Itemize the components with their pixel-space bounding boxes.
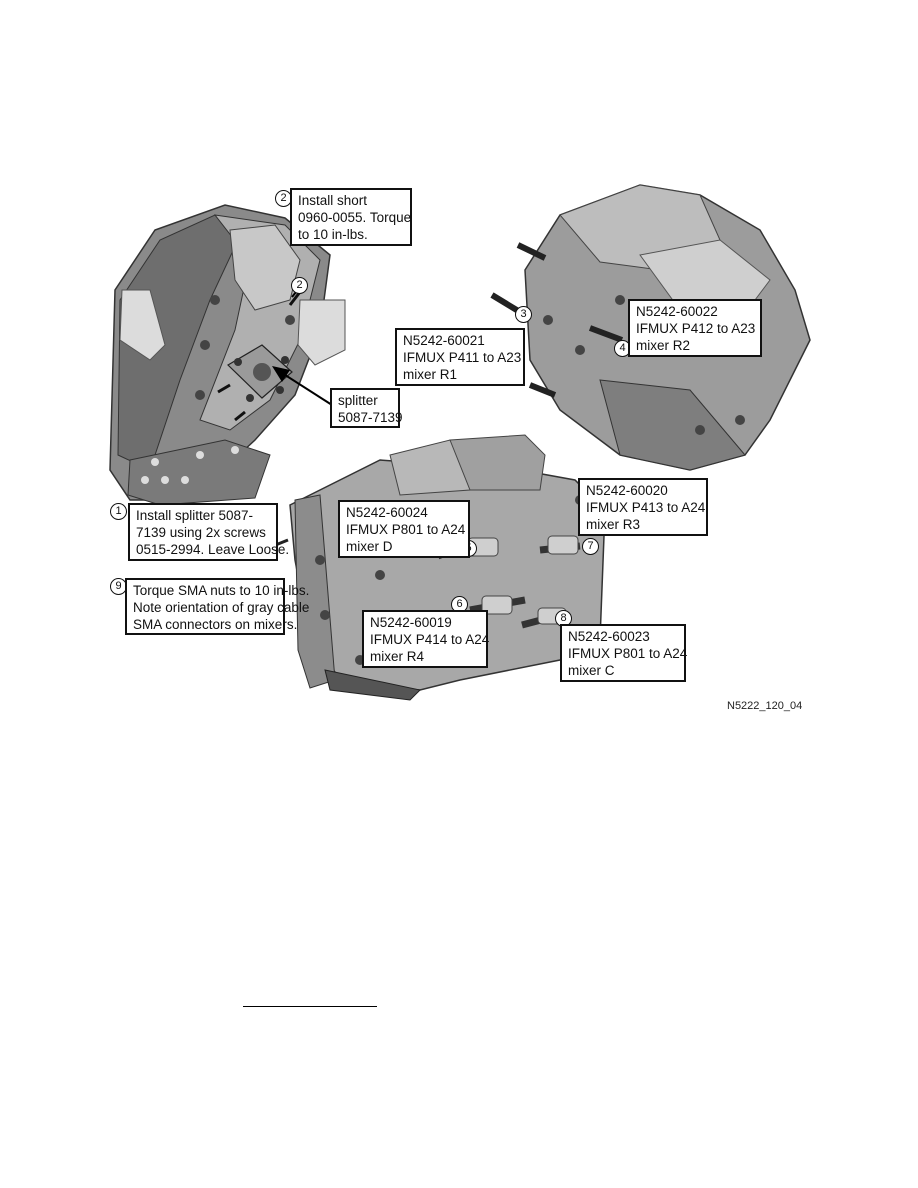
callout-line: Install splitter 5087- <box>136 508 254 523</box>
step-7-marker: 7 <box>582 538 599 555</box>
callout-line: mixer R1 <box>403 367 458 382</box>
callout-line: mixer D <box>346 539 393 554</box>
callout-line: N5242-60022 <box>636 304 718 319</box>
callout-line: Note orientation of gray cable <box>133 600 310 615</box>
callout-n5242-60020: N5242-60020 IFMUX P413 to A24 mixer R3 <box>578 478 708 536</box>
callout-line: 0960-0055. Torque <box>298 210 412 225</box>
left-assembly <box>109 204 346 506</box>
callout-line: N5242-60020 <box>586 483 668 498</box>
callout-line: N5242-60023 <box>568 629 650 644</box>
divider-line <box>243 1006 377 1007</box>
callout-line: splitter <box>338 393 378 408</box>
callout-line: IFMUX P414 to A24 <box>370 632 490 647</box>
callout-line: IFMUX P801 to A24 <box>346 522 466 537</box>
callout-line: to 10 in-lbs. <box>298 227 368 242</box>
callout-n5242-60022: N5242-60022 IFMUX P412 to A23 mixer R2 <box>628 299 762 357</box>
callout-n5242-60023: N5242-60023 IFMUX P801 to A24 mixer C <box>560 624 688 682</box>
figure-id: N5222_120_04 <box>727 700 803 712</box>
callout-line: Install short <box>298 193 368 208</box>
callout-line: N5242-60021 <box>403 333 485 348</box>
step-1-marker: 1 <box>110 503 127 520</box>
callout-splitter: splitter 5087-7139 <box>330 388 403 428</box>
callout-line: N5242-60019 <box>370 615 452 630</box>
callout-line: Torque SMA nuts to 10 in-lbs. <box>133 583 310 598</box>
callout-line: mixer R3 <box>586 517 641 532</box>
callout-line: N5242-60024 <box>346 505 428 520</box>
callout-n5242-60019: N5242-60019 IFMUX P414 to A24 mixer R4 <box>362 610 490 668</box>
callout-line: SMA connectors on mixers. <box>133 617 298 632</box>
callout-line: 5087-7139 <box>338 410 403 425</box>
step-2-marker-part: 2 <box>291 277 308 294</box>
splitter-arrow-icon <box>272 366 290 382</box>
callout-line: IFMUX P801 to A24 <box>568 646 688 661</box>
callout-install-short: Install short 0960-0055. Torque to 10 in… <box>290 188 412 246</box>
callout-line: IFMUX P411 to A23 <box>403 350 522 365</box>
callout-n5242-60024: N5242-60024 IFMUX P801 to A24 mixer D <box>338 500 470 558</box>
callout-line: mixer C <box>568 663 615 678</box>
callout-line: IFMUX P412 to A23 <box>636 321 756 336</box>
step-3-marker: 3 <box>515 306 532 323</box>
callout-line: 0515-2994. Leave Loose. <box>136 542 290 557</box>
callout-n5242-60021: N5242-60021 IFMUX P411 to A23 mixer R1 <box>395 328 525 386</box>
callout-line: mixer R4 <box>370 649 425 664</box>
callout-line: IFMUX P413 to A24 <box>586 500 706 515</box>
callout-install-splitter: Install splitter 5087- 7139 using 2x scr… <box>128 503 290 561</box>
callout-line: 7139 using 2x screws <box>136 525 266 540</box>
callout-torque-sma: Torque SMA nuts to 10 in-lbs. Note orien… <box>125 578 310 635</box>
callout-line: mixer R2 <box>636 338 691 353</box>
